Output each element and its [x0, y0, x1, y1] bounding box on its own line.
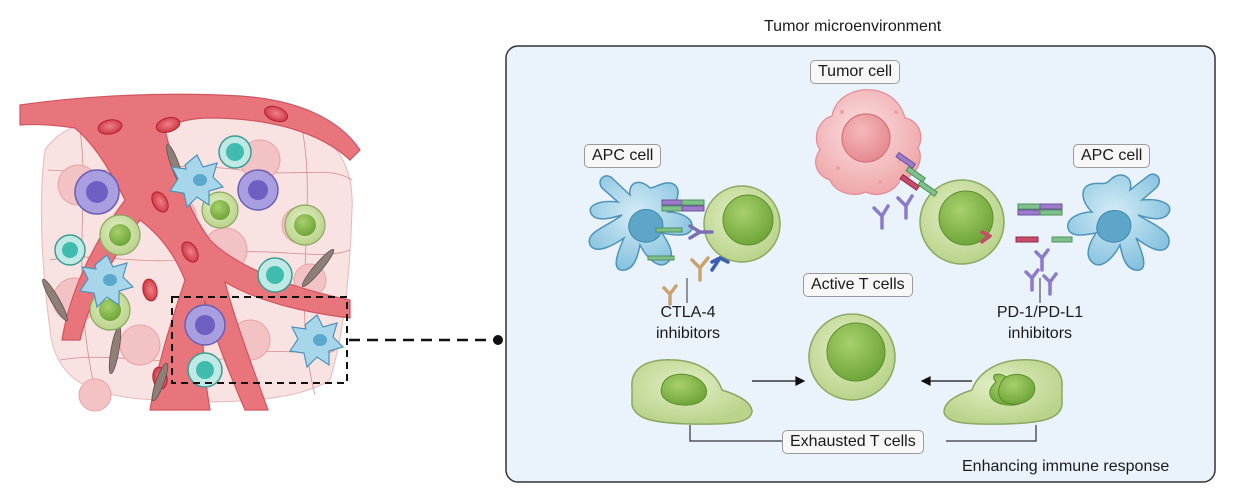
nk-cell-icon [74, 169, 279, 346]
t-cell-left-icon [703, 185, 781, 263]
active-t-cells-label: Active T cells [803, 273, 913, 297]
footer-label: Enhancing immune response [962, 458, 1170, 475]
apc-cell-left-label: APC cell [584, 144, 662, 168]
exhausted-bracket [689, 425, 1037, 442]
apc-cell-right-label: APC cell [1073, 144, 1151, 168]
pd1-line2: inhibitors [1007, 325, 1073, 342]
receptor-pairs-left [647, 199, 705, 261]
connector-dot [493, 335, 503, 345]
arrow-left-to-active [752, 376, 806, 386]
arrow-right-to-active [920, 376, 972, 386]
antibody-icon [662, 194, 1058, 306]
exhausted-t-cell-right-icon [943, 358, 1063, 425]
apc-cell-left-icon [588, 175, 693, 271]
tumor-cell-icon [815, 89, 922, 195]
exhausted-t-cells-label: Exhausted T cells [782, 430, 924, 454]
ctla4-line2: inhibitors [655, 325, 721, 342]
panel-title: Tumor microenvironment [764, 18, 942, 35]
tumor-cell-label: Tumor cell [810, 60, 901, 84]
pd1-line1: PD-1/PD-L1 [996, 304, 1084, 321]
tissue-illustration [19, 93, 361, 412]
apc-cell-right-icon [1067, 173, 1171, 271]
exhausted-t-cell-left-icon [631, 358, 753, 425]
ctla4-line1: CTLA-4 [660, 304, 716, 321]
teal-cell-icon [54, 135, 293, 388]
receptor-pairs-right [1015, 203, 1073, 243]
pd1-inhibitors-label: PD-1/PD-L1 inhibitors [982, 302, 1098, 344]
active-t-cell-icon [808, 313, 896, 401]
ctla4-inhibitors-label: CTLA-4 inhibitors [638, 302, 738, 344]
zoom-box [171, 296, 348, 384]
receptor-pairs-tumor [895, 151, 939, 197]
